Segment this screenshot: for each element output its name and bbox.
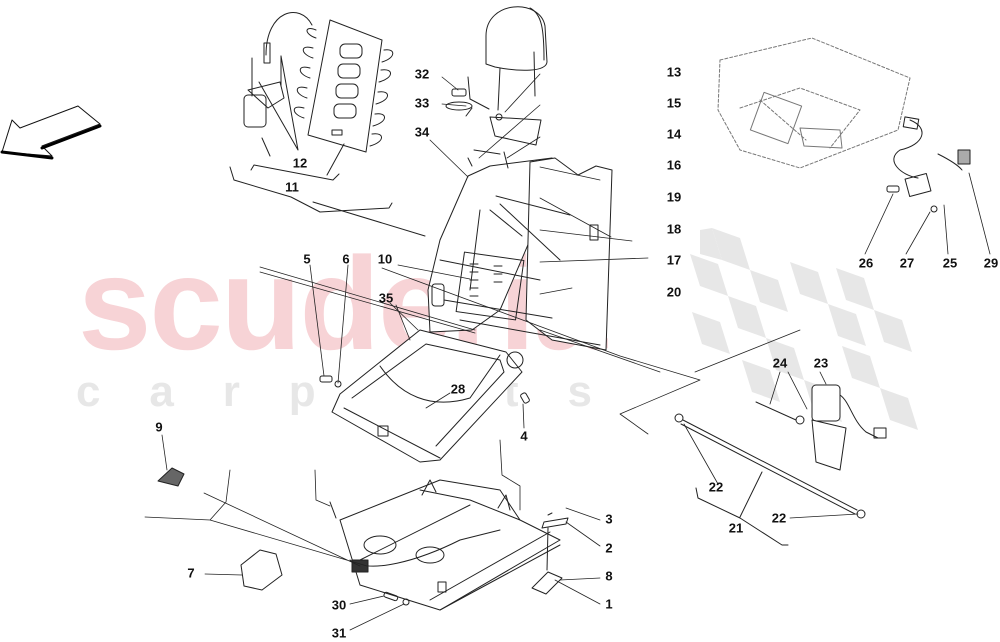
- group-lines-rail: [144, 439, 521, 567]
- callout-2: 2: [605, 540, 613, 556]
- callout-16: 16: [666, 157, 682, 173]
- callout-21: 21: [728, 520, 744, 536]
- callout-19: 19: [666, 189, 682, 205]
- callout-32: 32: [414, 66, 430, 82]
- cover-9: [157, 467, 185, 487]
- callout-1: 1: [605, 596, 613, 612]
- seat-cushion-blocks: [749, 91, 843, 149]
- callout-23: 23: [813, 355, 829, 371]
- callout-27: 27: [899, 255, 915, 271]
- callout-22-left: 22: [708, 479, 724, 495]
- callout-7: 7: [187, 565, 195, 581]
- callout-5: 5: [303, 251, 311, 267]
- seat-rails-assembly: [329, 479, 561, 611]
- callout-9: 9: [155, 419, 163, 435]
- seat-cushion-pad: [717, 37, 911, 169]
- callout-17: 17: [666, 252, 682, 268]
- checkered-flag-watermark: [690, 228, 918, 430]
- seat-cushion-frame: [331, 329, 524, 463]
- group-lines-seatback: [259, 266, 801, 435]
- callout-29: 29: [983, 255, 999, 271]
- callout-18: 18: [666, 221, 682, 237]
- headrest: [485, 6, 548, 146]
- leader-lines: [161, 73, 991, 631]
- callout-3: 3: [605, 511, 613, 527]
- callout-13: 13: [666, 64, 682, 80]
- bolt-30-washer-31: [383, 591, 410, 606]
- callout-10: 10: [377, 251, 393, 267]
- bracket-21-22: [695, 471, 789, 546]
- callout-4: 4: [520, 428, 528, 444]
- bushings-32-33: [445, 88, 473, 111]
- callout-14: 14: [666, 126, 682, 142]
- callout-11: 11: [285, 179, 299, 195]
- callout-35: 35: [378, 290, 394, 306]
- motor-gearbox: [755, 384, 887, 471]
- callout-30: 30: [331, 597, 347, 613]
- callout-12: 12: [292, 155, 308, 171]
- direction-arrow-icon: [0, 105, 102, 160]
- callout-6: 6: [342, 251, 350, 267]
- callout-15: 15: [666, 95, 682, 111]
- callout-31: 31: [331, 625, 347, 641]
- callout-25: 25: [942, 255, 958, 271]
- callout-26: 26: [858, 255, 874, 271]
- callout-22-right: 22: [771, 510, 787, 526]
- callout-20: 20: [666, 284, 682, 300]
- seat-back-frame: [427, 149, 613, 351]
- callout-28: 28: [450, 381, 466, 397]
- callout-33: 33: [414, 95, 430, 111]
- callout-24: 24: [772, 355, 788, 371]
- lumbar-support-assembly: [243, 11, 394, 153]
- callout-34: 34: [414, 124, 430, 140]
- leader-lines-11-12: [250, 55, 345, 181]
- callout-8: 8: [605, 568, 613, 584]
- control-unit-wiring: [886, 116, 971, 213]
- trim-cover-7: [240, 549, 283, 591]
- guide-bracket-2-3-8: [531, 512, 569, 595]
